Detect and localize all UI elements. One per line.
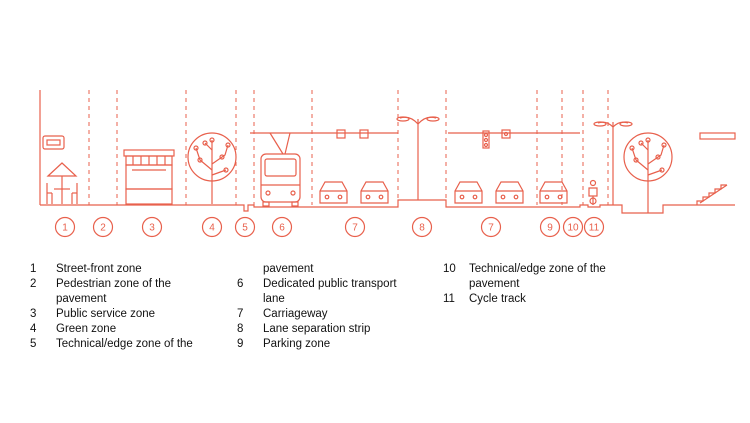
legend-item: 9 Parking zone xyxy=(237,337,397,352)
legend-number: 9 xyxy=(237,338,244,350)
kiosk-icon xyxy=(123,149,175,205)
legend-item: pavement xyxy=(30,292,193,307)
car-icon xyxy=(495,181,524,204)
right-building-icon xyxy=(696,132,736,205)
legend-item: 3 Public service zone xyxy=(30,307,193,322)
street-lamp-icon xyxy=(593,121,633,205)
zone-marker-label: 3 xyxy=(149,223,155,234)
zone-marker-circle xyxy=(539,216,561,238)
legend-text: Green zone xyxy=(56,323,117,335)
legend-number: 4 xyxy=(30,323,37,335)
legend-number: 11 xyxy=(443,293,455,305)
street-cross-section-diagram: 1 2 3 4 5 6 7 8 7 9 10 11 xyxy=(39,90,736,238)
legend-number: 6 xyxy=(237,278,244,290)
zone-marker-label: 2 xyxy=(100,223,106,234)
zone-marker-circle xyxy=(562,216,584,238)
legend-item: 4 Green zone xyxy=(30,322,193,337)
legend-text: pavement xyxy=(263,263,314,275)
zone-marker-circle xyxy=(92,216,114,238)
legend-text: Carriageway xyxy=(263,308,328,320)
legend-text: Cycle track xyxy=(469,293,526,305)
legend-item: pavement xyxy=(443,277,606,292)
legend-item: 2 Pedestrian zone of the xyxy=(30,277,193,292)
traffic-light-icon xyxy=(482,129,511,149)
legend-item: 6 Dedicated public transport xyxy=(237,277,397,292)
legend-number: 1 xyxy=(30,263,37,275)
legend-text: Pedestrian zone of the xyxy=(56,278,172,290)
car-icon xyxy=(319,181,348,204)
zone-marker-label: 9 xyxy=(547,223,553,234)
legend-column-3: 10 Technical/edge zone of the pavement 11 Cy… xyxy=(443,262,606,307)
legend-number: 3 xyxy=(30,308,37,320)
legend-column-2: pavement 6 Dedicated public transport lane 7… xyxy=(237,262,397,352)
legend-text: Dedicated public transport xyxy=(263,278,397,290)
zone-marker-circle xyxy=(480,216,502,238)
legend-text: pavement xyxy=(56,293,107,305)
zone-marker-label: 5 xyxy=(242,223,248,234)
zone-marker-label: 1 xyxy=(62,223,68,234)
building-facade xyxy=(39,90,65,205)
zone-marker-label: 10 xyxy=(567,223,579,234)
zone-marker-circle xyxy=(234,216,256,238)
legend-text: Public service zone xyxy=(56,308,156,320)
cyclist-icon xyxy=(588,179,598,205)
legend-text: pavement xyxy=(469,278,520,290)
zone-marker-circle xyxy=(583,216,605,238)
zone-marker-label: 11 xyxy=(589,223,600,234)
zone-marker-circle xyxy=(54,216,76,238)
legend-number xyxy=(30,292,56,307)
car-icon xyxy=(360,181,389,204)
legend-text: lane xyxy=(263,293,285,305)
zone-marker-label: 8 xyxy=(419,223,425,234)
car-icon xyxy=(454,181,483,204)
zone-marker-circle xyxy=(141,216,163,238)
trolleybus-icon xyxy=(260,153,301,207)
legend-item: 10 Technical/edge zone of the xyxy=(443,262,606,277)
legend-text: Parking zone xyxy=(263,338,331,350)
legend-item: 8 Lane separation strip xyxy=(237,322,397,337)
ground-profile xyxy=(40,199,735,214)
legend-item: 1 Street-front zone xyxy=(30,262,193,277)
zone-marker-label: 4 xyxy=(209,223,215,234)
legend-number: 8 xyxy=(237,323,244,335)
parked-car-icon xyxy=(539,181,568,204)
tree-icon xyxy=(187,132,237,204)
zone-marker-label: 6 xyxy=(279,223,285,234)
legend-column-1: 1 Street-front zone 2 Pedestrian zone of th… xyxy=(30,262,193,352)
legend-item: pavement xyxy=(237,262,397,277)
legend-text: Technical/edge zone of the xyxy=(56,338,193,350)
zone-marker-label: 7 xyxy=(352,223,358,234)
overhead-wire xyxy=(250,129,580,155)
legend-number: 7 xyxy=(237,308,244,320)
legend-text: Street-front zone xyxy=(56,263,142,275)
legend-number: 10 xyxy=(443,263,456,275)
legend-number: 5 xyxy=(30,338,37,350)
zone-marker-label: 7 xyxy=(488,223,494,234)
zone-marker-circle xyxy=(344,216,366,238)
street-lamp-icon xyxy=(396,116,440,200)
legend-item: lane xyxy=(237,292,397,307)
zone-number-markers: 1 2 3 4 5 6 7 8 7 9 10 11 xyxy=(54,216,605,238)
legend-text: Lane separation strip xyxy=(263,323,371,335)
legend-item: 11 Cycle track xyxy=(443,292,606,307)
tree-icon xyxy=(623,132,673,213)
legend-text: Technical/edge zone of the xyxy=(469,263,606,275)
legend-number xyxy=(237,262,263,277)
legend-number: 2 xyxy=(30,278,37,290)
zone-marker-circle xyxy=(411,216,433,238)
legend-item: 5 Technical/edge zone of the xyxy=(30,337,193,352)
legend-number xyxy=(237,292,263,307)
legend-item: 7 Carriageway xyxy=(237,307,397,322)
zone-dividers xyxy=(88,90,609,205)
zone-marker-circle xyxy=(201,216,223,238)
zone-marker-circle xyxy=(271,216,293,238)
cafe-umbrella-icon xyxy=(46,162,78,204)
legend-number xyxy=(443,277,469,292)
